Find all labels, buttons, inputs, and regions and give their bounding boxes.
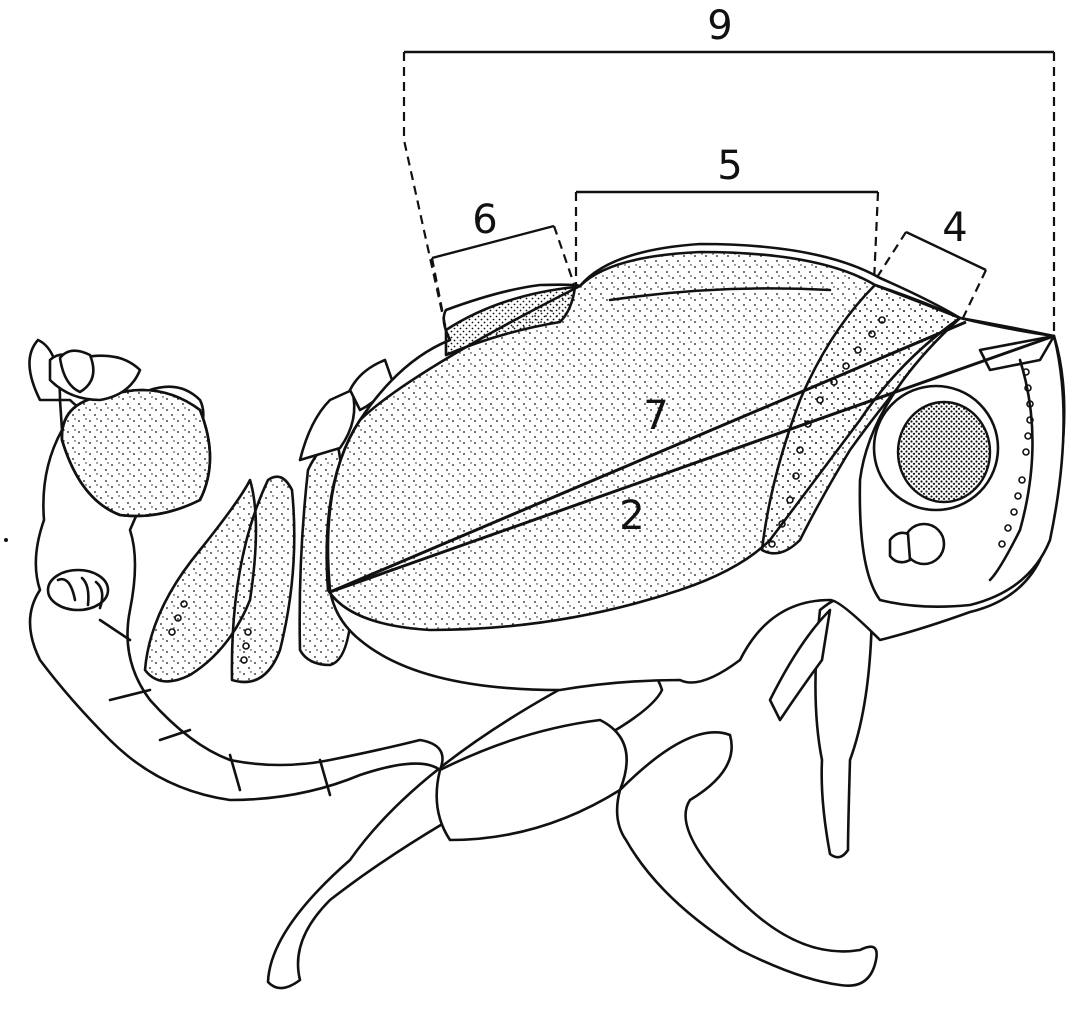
front-leg: [770, 594, 872, 857]
label-2: 2: [612, 496, 652, 536]
label-7: 7: [636, 396, 676, 436]
stray-mark: [4, 538, 8, 542]
label-6: 6: [465, 200, 505, 240]
label-5: 5: [710, 146, 750, 186]
middle-leg: [437, 720, 877, 986]
label-9: 9: [700, 6, 740, 46]
label-4: 4: [935, 208, 975, 248]
compound-eye: [898, 402, 990, 502]
